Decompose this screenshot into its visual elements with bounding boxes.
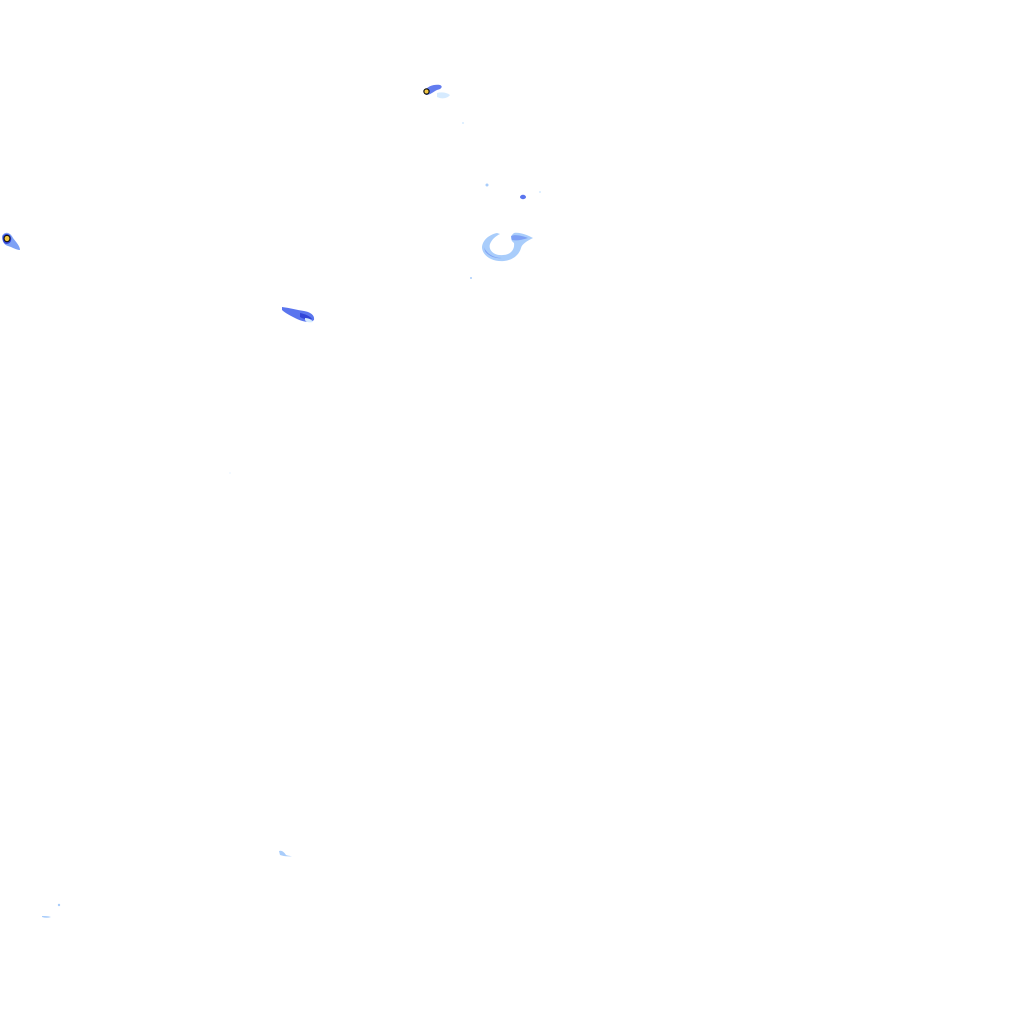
precip-ring-cell — [482, 232, 533, 262]
precip-cell-north — [423, 84, 450, 99]
precip-cell-west — [2, 232, 20, 250]
precip-cell-central — [282, 307, 315, 323]
precip-specks-north — [462, 122, 541, 279]
precip-specks-south — [42, 472, 292, 918]
